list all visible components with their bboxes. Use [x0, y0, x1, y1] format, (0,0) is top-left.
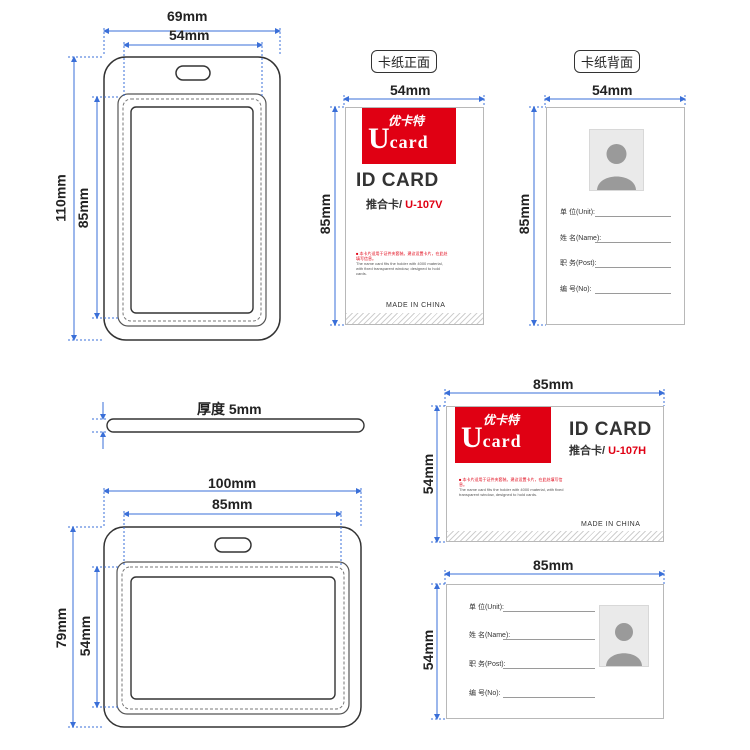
- card-back-v-width: 54mm: [592, 82, 633, 98]
- id-card-title: ID CARD: [356, 170, 439, 191]
- person-icon: [597, 144, 636, 190]
- made-in-label: MADE IN CHINA: [581, 521, 641, 528]
- field-no-line: [595, 293, 671, 294]
- card-back-horizontal: 单 位(Unit): 姓 名(Name): 职 务(Post): 编 号(No)…: [446, 584, 664, 719]
- person-icon: [606, 623, 642, 666]
- horizontal-holder-inner-width: 85mm: [212, 496, 253, 512]
- horizontal-holder-outer-height: 79mm: [53, 607, 70, 649]
- field-post-label: 职 务(Post):: [469, 661, 506, 668]
- photo-placeholder: [589, 129, 644, 191]
- slot-hole: [214, 537, 252, 553]
- field-unit-label: 单 位(Unit):: [469, 604, 504, 611]
- field-unit-label: 单 位(Unit):: [560, 209, 595, 216]
- field-name-line: [503, 639, 595, 640]
- field-no-label: 编 号(No):: [469, 690, 501, 697]
- card-back-v-height: 85mm: [516, 193, 533, 235]
- field-unit-line: [595, 216, 671, 217]
- photo-placeholder: [599, 605, 649, 667]
- ucard-logo: Ucard 优卡特: [461, 413, 522, 454]
- field-name-label: 姓 名(Name):: [560, 235, 602, 242]
- made-in-label: MADE IN CHINA: [386, 302, 446, 309]
- vertical-holder: [103, 56, 281, 341]
- horizontal-holder-dimensions: [68, 488, 362, 728]
- field-name-label: 姓 名(Name):: [469, 632, 511, 639]
- brand-logo-block: Ucard 优卡特: [362, 108, 456, 164]
- hatch-strip: [447, 531, 663, 541]
- brand-logo-block: Ucard 优卡特: [455, 407, 551, 463]
- horizontal-holder-inner-height: 54mm: [77, 615, 94, 657]
- field-post-label: 职 务(Post):: [560, 260, 597, 267]
- vertical-holder-inner-width: 54mm: [169, 27, 210, 43]
- card-front-vertical: Ucard 优卡特 ID CARD 推合卡/ U-107V ■ 本卡片适用于证件…: [345, 107, 484, 325]
- thickness-label: 厚度 5mm: [197, 401, 262, 417]
- card-back-h-width: 85mm: [533, 557, 574, 573]
- field-no-label: 编 号(No):: [560, 286, 592, 293]
- slot-hole: [175, 65, 211, 81]
- fine-print: ■ 本卡片适用于证件夹套装。建议设置卡片，在此处填写信息。 The name c…: [356, 251, 448, 276]
- card-front-v-width: 54mm: [390, 82, 431, 98]
- card-front-horizontal: Ucard 优卡特 ID CARD 推合卡/ U-107H ■ 本卡片适用于证件…: [446, 406, 664, 542]
- front-tag: 卡纸正面: [371, 50, 438, 73]
- field-unit-line: [503, 611, 595, 612]
- horizontal-holder: [103, 526, 362, 728]
- hatch-strip: [346, 313, 483, 324]
- field-name-line: [595, 242, 671, 243]
- card-front-v-height: 85mm: [317, 193, 334, 235]
- card-front-h-width: 85mm: [533, 376, 574, 392]
- card-dimensions: [330, 95, 686, 720]
- field-post-line: [503, 668, 595, 669]
- card-back-vertical: 单 位(Unit): 姓 名(Name): 职 务(Post): 编 号(No)…: [546, 107, 685, 325]
- vertical-holder-outer-height: 110mm: [52, 174, 69, 222]
- card-subtitle: 推合卡/ U-107V: [366, 199, 443, 211]
- vertical-holder-outer-width: 69mm: [167, 8, 208, 24]
- fine-print: ■ 本卡片适用于证件夹套装。建议设置卡片，在此处填写信息。 The name c…: [459, 477, 564, 497]
- field-no-line: [503, 697, 595, 698]
- id-card-title: ID CARD: [569, 419, 652, 440]
- card-front-h-height: 54mm: [420, 453, 437, 495]
- back-tag: 卡纸背面: [574, 50, 641, 73]
- thickness-view: [92, 402, 365, 449]
- vertical-holder-dimensions: [68, 28, 281, 341]
- horizontal-holder-outer-width: 100mm: [208, 475, 257, 491]
- vertical-holder-inner-height: 85mm: [75, 187, 92, 229]
- card-subtitle: 推合卡/ U-107H: [569, 445, 647, 457]
- card-back-h-height: 54mm: [420, 629, 437, 671]
- field-post-line: [595, 267, 671, 268]
- ucard-logo: Ucard 优卡特: [368, 114, 429, 155]
